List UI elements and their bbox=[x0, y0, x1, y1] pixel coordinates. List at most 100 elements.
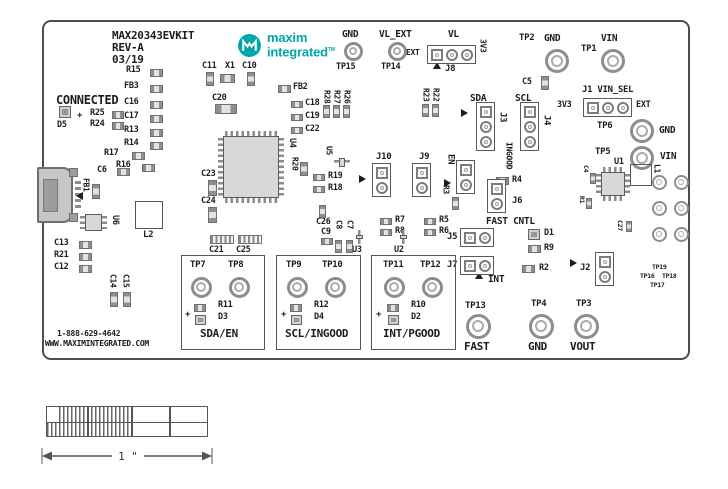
jumper-j7 bbox=[460, 256, 494, 275]
via-pad-6 bbox=[673, 226, 689, 242]
jumper-j4 bbox=[520, 102, 539, 151]
silkscreen-label-c20: C20 bbox=[212, 93, 227, 103]
component-r25 bbox=[112, 111, 124, 119]
ic-u2 bbox=[395, 230, 412, 244]
silkscreen-label-c21: C21 bbox=[209, 245, 224, 255]
silkscreen-label-fb1: FB1 bbox=[81, 178, 91, 192]
component-r22 bbox=[432, 104, 439, 117]
pin1-marker-3 bbox=[359, 175, 366, 183]
silkscreen-label-j1-vin-sel: J1 VIN_SEL bbox=[582, 85, 634, 95]
silkscreen-label-int-pgood: INT/PGOOD bbox=[383, 327, 440, 340]
component-c4 bbox=[590, 173, 596, 184]
testpoint-tp15 bbox=[343, 41, 363, 61]
silkscreen-label-tp11: TP11 bbox=[383, 260, 404, 270]
scale-bar-hatch bbox=[47, 422, 59, 436]
component-r2 bbox=[522, 265, 535, 273]
ic-u5 bbox=[334, 153, 350, 172]
silkscreen-label-max20343evkit: MAX20343EVKIT bbox=[112, 29, 195, 42]
testpoint-tp5 bbox=[630, 146, 654, 170]
pin1-marker-6 bbox=[475, 272, 483, 279]
silkscreen-label-scl: SCL bbox=[515, 93, 532, 104]
via-pad-4 bbox=[673, 200, 689, 216]
silkscreen-label-u1: U1 bbox=[614, 157, 624, 167]
silkscreen-label-r7: R7 bbox=[395, 215, 405, 225]
ic-body bbox=[223, 136, 279, 198]
silkscreen-label-r18: R18 bbox=[328, 183, 343, 193]
silkscreen-label-tp12: TP12 bbox=[420, 260, 441, 270]
silkscreen-label-www-maximintegrated-com: WWW.MAXIMINTEGRATED.COM bbox=[45, 339, 149, 348]
jumper-pin bbox=[478, 231, 491, 244]
component-r21 bbox=[79, 253, 92, 261]
component-fb2 bbox=[278, 85, 291, 93]
jumper-pin bbox=[459, 163, 472, 176]
silkscreen-label-tp8: TP8 bbox=[228, 260, 244, 270]
silkscreen-label-u5: U5 bbox=[324, 146, 334, 156]
silkscreen-label-tp2: TP2 bbox=[519, 33, 535, 43]
jumper-pin bbox=[445, 48, 458, 61]
silkscreen-label-d1: D1 bbox=[544, 228, 554, 238]
ic-body bbox=[356, 235, 363, 239]
silkscreen-label--: + bbox=[77, 111, 83, 121]
logo-word-maxim: maxim bbox=[267, 30, 308, 45]
component-r24 bbox=[112, 122, 124, 130]
led-d4 bbox=[291, 315, 302, 325]
silkscreen-label-tp1: TP1 bbox=[581, 44, 597, 54]
pin1-marker-5 bbox=[444, 179, 451, 187]
silkscreen-label-tp19: TP19 bbox=[652, 263, 667, 271]
silkscreen-label-c9: C9 bbox=[321, 227, 331, 237]
component-c26 bbox=[319, 205, 326, 218]
component-r17 bbox=[132, 152, 145, 160]
silkscreen-label-r28: R28 bbox=[322, 90, 332, 104]
silkscreen-label-1-888-629-4642: 1-888-629-4642 bbox=[57, 329, 121, 338]
silkscreen-label-vin: VIN bbox=[660, 151, 677, 162]
component-c7 bbox=[346, 240, 353, 253]
silkscreen-label-j10: J10 bbox=[376, 152, 392, 162]
silkscreen-label-c8: C8 bbox=[334, 220, 344, 230]
outline-group-int-pgood bbox=[371, 255, 456, 350]
maxim-integrated-logo: maxim integratedTM bbox=[237, 30, 335, 58]
silkscreen-label-c24: C24 bbox=[201, 196, 216, 206]
component-fb1 bbox=[92, 184, 100, 199]
component-r23 bbox=[422, 104, 429, 117]
silkscreen-label-vl-ext: VL_EXT bbox=[379, 29, 412, 40]
testpoint-tp13 bbox=[465, 313, 491, 339]
ic-body bbox=[601, 172, 625, 196]
jumper-j1 bbox=[583, 98, 632, 117]
silkscreen-label-j8: J8 bbox=[445, 64, 456, 74]
silkscreen-label-c6: C6 bbox=[97, 165, 107, 175]
component-r7 bbox=[380, 218, 392, 225]
ic-pins bbox=[603, 167, 623, 172]
silkscreen-label-u3: U3 bbox=[352, 245, 362, 255]
silkscreen-label-r10: R10 bbox=[411, 300, 426, 310]
silkscreen-label-tp14: TP14 bbox=[381, 62, 401, 72]
jumper-pin bbox=[478, 259, 491, 272]
outline-group-scl-ingood bbox=[276, 255, 361, 350]
component-r11 bbox=[194, 304, 206, 312]
component-r12 bbox=[290, 304, 302, 312]
silkscreen-label-r22: R22 bbox=[431, 88, 441, 102]
component-c22 bbox=[291, 127, 303, 134]
silkscreen-label-r13: R13 bbox=[124, 125, 139, 135]
component-c19 bbox=[291, 114, 303, 121]
jumper-pin bbox=[463, 259, 476, 272]
component-r6 bbox=[424, 229, 436, 236]
ic-pins bbox=[402, 230, 405, 235]
silkscreen-label-vin: VIN bbox=[601, 33, 618, 44]
jumper-en bbox=[456, 160, 475, 194]
silkscreen-label-tp3: TP3 bbox=[576, 299, 592, 309]
component-r28 bbox=[323, 105, 330, 118]
silkscreen-label-c19: C19 bbox=[305, 111, 320, 121]
pin1-marker-4 bbox=[461, 109, 468, 117]
scale-dimension-arrow: 1 " bbox=[41, 448, 213, 464]
testpoint-tp4 bbox=[528, 313, 554, 339]
usb-connector-body bbox=[37, 167, 73, 223]
jumper-pin bbox=[490, 197, 503, 210]
silkscreen-label-rev-a: REV-A bbox=[112, 41, 144, 54]
silkscreen-label-3v3: 3V3 bbox=[557, 100, 572, 110]
ic-pins bbox=[225, 131, 277, 136]
component-r9 bbox=[528, 245, 541, 253]
component-c11 bbox=[206, 72, 214, 86]
silkscreen-label-tp16: TP16 bbox=[640, 272, 655, 280]
jumper-pin bbox=[523, 120, 536, 133]
